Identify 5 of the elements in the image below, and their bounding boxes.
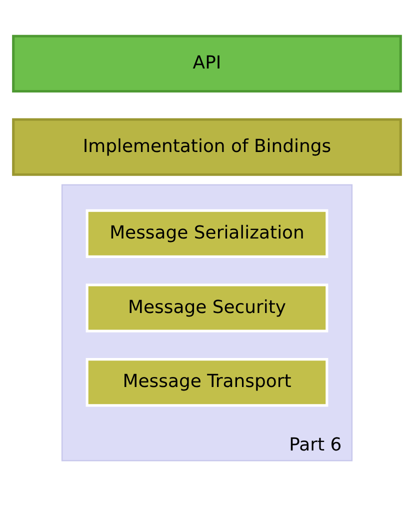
node-box: Message Security (86, 283, 328, 332)
node-box: API (12, 34, 402, 92)
node-box: Implementation of Bindings (12, 118, 402, 176)
node-box: Message Serialization (86, 208, 328, 258)
node-box: Message Transport (86, 358, 328, 406)
